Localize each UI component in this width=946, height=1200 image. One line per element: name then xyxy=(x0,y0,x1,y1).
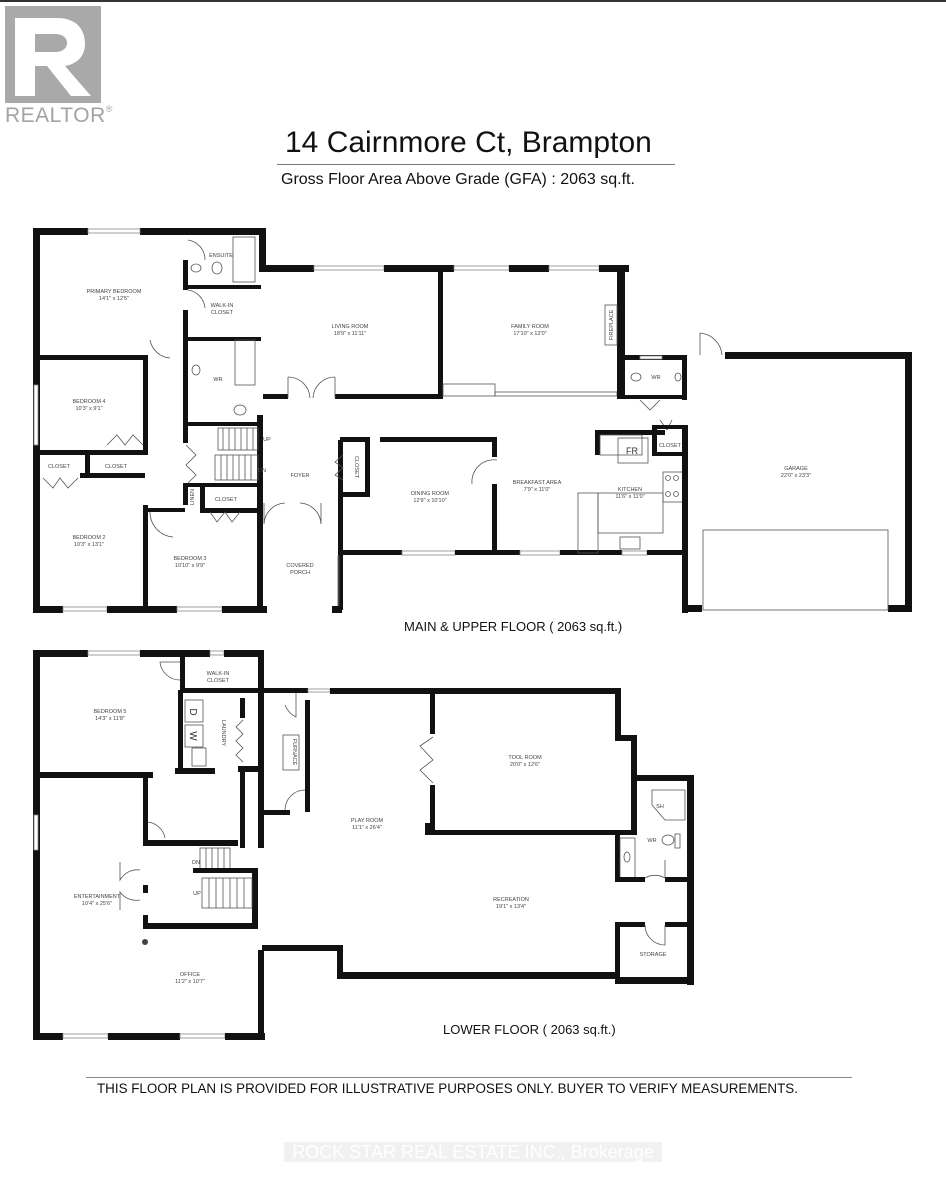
svg-text:BEDROOM 4: BEDROOM 4 xyxy=(72,399,105,405)
svg-text:TOOL ROOM: TOOL ROOM xyxy=(508,755,542,761)
svg-text:22'0" x 23'3": 22'0" x 23'3" xyxy=(781,473,811,479)
svg-text:12'9" x 10'10": 12'9" x 10'10" xyxy=(413,498,446,504)
svg-text:ENTERTAINMENT: ENTERTAINMENT xyxy=(74,894,121,900)
svg-text:CLOSET: CLOSET xyxy=(207,678,230,684)
svg-text:11'2" x 10'7": 11'2" x 10'7" xyxy=(175,979,205,985)
realtor-logo xyxy=(5,6,101,103)
svg-text:OFFICE: OFFICE xyxy=(180,972,200,978)
column-post xyxy=(142,939,148,945)
svg-text:CLOSET: CLOSET xyxy=(211,310,234,316)
svg-text:WR: WR xyxy=(651,375,660,381)
gross-floor-area: Gross Floor Area Above Grade (GFA) : 206… xyxy=(281,171,635,188)
svg-text:17'10" x 12'0": 17'10" x 12'0" xyxy=(513,331,546,337)
svg-text:COVERED: COVERED xyxy=(286,563,313,569)
property-address: 14 Cairnmore Ct, Brampton xyxy=(285,126,652,159)
lower-floor-plan xyxy=(33,650,694,1040)
svg-text:10'10" x 9'9": 10'10" x 9'9" xyxy=(175,563,205,569)
svg-text:LAUNDRY: LAUNDRY xyxy=(220,720,226,747)
lower-floor-label: LOWER FLOOR ( 2063 sq.ft.) xyxy=(443,1022,616,1037)
svg-text:FIREPLACE: FIREPLACE xyxy=(609,309,615,340)
svg-text:WR: WR xyxy=(213,377,222,383)
svg-text:FOYER: FOYER xyxy=(291,473,310,479)
svg-text:PRIMARY BEDROOM: PRIMARY BEDROOM xyxy=(87,289,142,295)
svg-text:BEDROOM 3: BEDROOM 3 xyxy=(173,556,206,562)
svg-text:DN: DN xyxy=(192,860,200,866)
svg-text:19'1" x 13'4": 19'1" x 13'4" xyxy=(496,904,526,910)
svg-text:FAMILY ROOM: FAMILY ROOM xyxy=(511,324,549,330)
svg-text:10'3" x 13'1": 10'3" x 13'1" xyxy=(74,542,104,548)
svg-text:PORCH: PORCH xyxy=(290,570,310,576)
svg-text:W: W xyxy=(187,731,198,741)
svg-text:FR: FR xyxy=(626,446,638,456)
svg-text:WALK-IN: WALK-IN xyxy=(211,303,234,309)
svg-text:GARAGE: GARAGE xyxy=(784,466,808,472)
svg-text:PLAY ROOM: PLAY ROOM xyxy=(351,818,384,824)
main-stairs xyxy=(187,422,262,481)
svg-text:SH: SH xyxy=(656,804,664,810)
svg-text:UP: UP xyxy=(263,437,271,443)
svg-text:LINEN: LINEN xyxy=(190,489,196,505)
disclaimer-text: THIS FLOOR PLAN IS PROVIDED FOR ILLUSTRA… xyxy=(97,1081,798,1096)
svg-text:D: D xyxy=(187,708,198,715)
svg-text:CLOSET: CLOSET xyxy=(105,464,128,470)
svg-text:BEDROOM 5: BEDROOM 5 xyxy=(93,709,126,715)
svg-text:RECREATION: RECREATION xyxy=(493,897,529,903)
svg-text:STORAGE: STORAGE xyxy=(640,952,667,958)
top-border xyxy=(0,0,946,2)
lower-floor-labels: BEDROOM 5 14'3" x 11'8" WALK-IN CLOSET L… xyxy=(74,671,667,985)
svg-text:CLOSET: CLOSET xyxy=(215,497,238,503)
svg-text:14'1" x 12'5": 14'1" x 12'5" xyxy=(99,296,129,302)
svg-text:10'4" x 25'6": 10'4" x 25'6" xyxy=(82,901,112,907)
svg-text:CLOSET: CLOSET xyxy=(353,456,359,479)
main-floor-labels: PRIMARY BEDROOM 14'1" x 12'5" ENSUITE WA… xyxy=(48,253,811,576)
realtor-r-icon xyxy=(5,6,101,103)
realtor-wordmark: REALTOR® xyxy=(5,104,113,127)
svg-text:ENSUITE: ENSUITE xyxy=(209,253,233,259)
svg-text:7'9" x 11'0": 7'9" x 11'0" xyxy=(524,487,551,493)
svg-text:WR: WR xyxy=(647,838,656,844)
svg-text:CLOSET: CLOSET xyxy=(48,464,71,470)
svg-text:LIVING ROOM: LIVING ROOM xyxy=(332,324,369,330)
svg-text:DN: DN xyxy=(258,468,266,474)
svg-text:10'3" x 9'1": 10'3" x 9'1" xyxy=(75,406,102,412)
brokerage-watermark: ROCK STAR REAL ESTATE INC., Brokerage xyxy=(284,1142,662,1162)
svg-text:BEDROOM 2: BEDROOM 2 xyxy=(72,535,105,541)
svg-text:FURNACE: FURNACE xyxy=(291,739,297,766)
svg-text:18'9" x 11'11": 18'9" x 11'11" xyxy=(334,331,366,337)
svg-text:11'1" x 26'4": 11'1" x 26'4" xyxy=(352,825,382,831)
svg-text:UP: UP xyxy=(193,891,201,897)
svg-text:DINING ROOM: DINING ROOM xyxy=(411,491,449,497)
svg-text:BREAKFAST AREA: BREAKFAST AREA xyxy=(513,480,562,486)
main-floor-plan xyxy=(33,228,912,613)
main-floor-label: MAIN & UPPER FLOOR ( 2063 sq.ft.) xyxy=(404,619,623,634)
svg-text:11'6" x 11'0": 11'6" x 11'0" xyxy=(615,494,644,500)
svg-text:KITCHEN: KITCHEN xyxy=(618,487,642,493)
svg-text:14'3" x 11'8": 14'3" x 11'8" xyxy=(95,716,125,722)
svg-text:WALK-IN: WALK-IN xyxy=(207,671,230,677)
svg-text:20'0" x 12'6": 20'0" x 12'6" xyxy=(510,762,540,768)
svg-text:CLOSET: CLOSET xyxy=(659,443,682,449)
title-divider xyxy=(277,164,675,165)
disclaimer-divider xyxy=(86,1077,852,1078)
